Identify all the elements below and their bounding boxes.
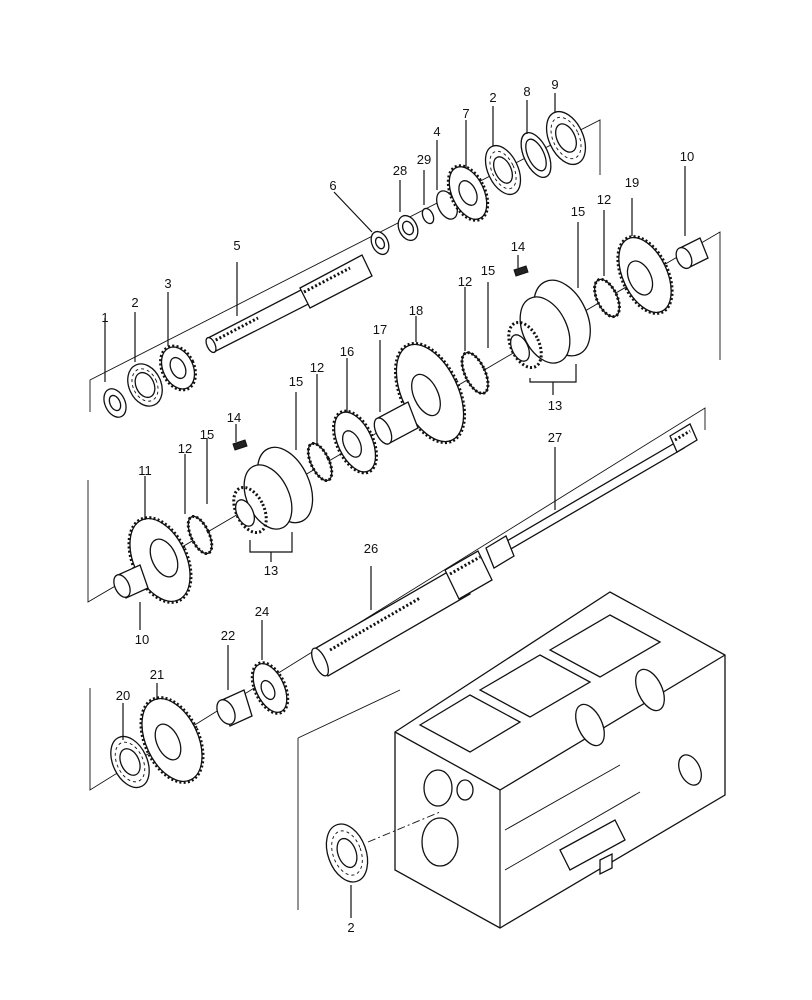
label-part-11: 11 — [138, 463, 152, 478]
label-part-7: 7 — [462, 106, 469, 121]
part-22-bushing — [216, 689, 253, 727]
label-part-1: 1 — [101, 310, 108, 325]
part-7-gear — [446, 164, 490, 222]
label-part-28: 28 — [393, 163, 407, 178]
label-part-2-case: 2 — [347, 920, 354, 935]
label-part-24: 24 — [255, 604, 269, 619]
part-13-synchro-left — [232, 446, 314, 535]
part-number-labels: 1 2 3 5 6 28 29 4 7 2 8 9 10 19 12 15 14… — [101, 77, 694, 935]
label-part-29: 29 — [417, 152, 431, 167]
part-24-gear — [250, 661, 290, 715]
part-8-spacer — [520, 132, 552, 178]
label-part-15-d: 15 — [200, 427, 214, 442]
label-part-2-mid: 2 — [489, 90, 496, 105]
part-13-synchro-right — [507, 279, 591, 370]
label-part-21: 21 — [150, 667, 164, 682]
part-1-seal — [103, 388, 127, 418]
part-21-gear — [139, 696, 205, 784]
label-part-16: 16 — [340, 344, 354, 359]
label-part-27: 27 — [548, 430, 562, 445]
label-part-26: 26 — [364, 541, 378, 556]
label-part-12-c: 12 — [310, 360, 324, 375]
case-bearing-centerline — [367, 811, 441, 843]
part-14-key-b — [232, 439, 248, 451]
label-part-5: 5 — [233, 238, 240, 253]
part-28-needle-bearing — [397, 214, 419, 242]
part-2-bearing-case — [325, 823, 369, 883]
label-part-17: 17 — [373, 322, 387, 337]
label-part-9: 9 — [551, 77, 558, 92]
label-part-12-d: 12 — [178, 441, 192, 456]
group-outline-case — [297, 689, 401, 910]
label-part-14-a: 14 — [511, 239, 525, 254]
part-3-gear — [159, 344, 197, 392]
label-part-14-b: 14 — [227, 410, 241, 425]
part-6-bearing-small — [370, 230, 390, 256]
label-part-15-c: 15 — [289, 374, 303, 389]
part-10-bushing-right — [675, 237, 709, 270]
label-part-12-b: 12 — [458, 274, 472, 289]
part-26-mainshaft — [310, 550, 493, 677]
part-29-ring — [421, 207, 435, 225]
part-12-ring-a — [593, 277, 621, 319]
part-12-ring-c — [306, 441, 334, 483]
label-part-20: 20 — [116, 688, 130, 703]
group-outline-top — [89, 119, 601, 412]
part-10-bushing-left — [113, 564, 149, 599]
part-2-bearing-top — [127, 363, 163, 407]
part-16-gear — [332, 409, 378, 475]
part-2-bearing-mid — [484, 144, 522, 196]
label-part-8: 8 — [523, 84, 530, 99]
leader-lines — [104, 93, 686, 918]
part-12-ring-d — [186, 514, 214, 556]
label-part-13-left: 13 — [264, 563, 278, 578]
part-17-hub — [373, 401, 419, 445]
part-19-gear — [616, 235, 674, 315]
label-part-12-a: 12 — [597, 192, 611, 207]
part-20-bearing — [110, 735, 150, 789]
part-5-input-shaft — [205, 254, 373, 354]
label-part-15-a: 15 — [571, 204, 585, 219]
label-part-3: 3 — [164, 276, 171, 291]
label-part-4: 4 — [433, 124, 440, 139]
label-part-18: 18 — [409, 303, 423, 318]
part-14-key-a — [513, 265, 529, 277]
label-part-19: 19 — [625, 175, 639, 190]
part-12-ring-b — [460, 351, 490, 395]
part-27-pto-shaft — [485, 423, 698, 569]
label-part-10-left: 10 — [135, 632, 149, 647]
label-part-13-right: 13 — [548, 398, 562, 413]
label-part-2-top: 2 — [131, 295, 138, 310]
label-part-15-b: 15 — [481, 263, 495, 278]
part-9-bearing — [545, 110, 587, 166]
label-part-22: 22 — [221, 628, 235, 643]
label-part-10-right: 10 — [680, 149, 694, 164]
label-part-6: 6 — [329, 178, 336, 193]
group-outline-lower — [89, 407, 706, 791]
transmission-case — [394, 591, 726, 929]
